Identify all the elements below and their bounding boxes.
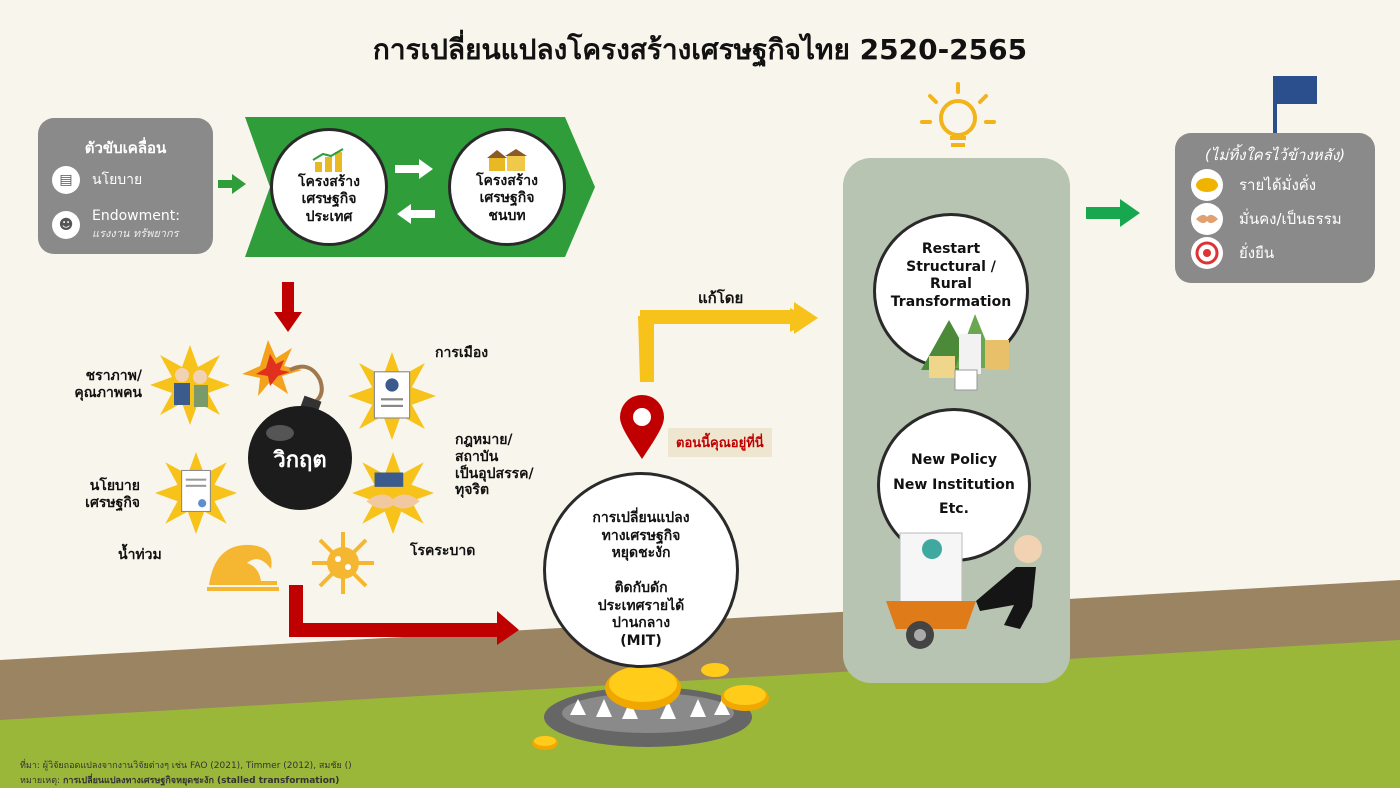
here-label: ตอนนี้คุณอยู่ที่นี่ bbox=[668, 428, 772, 457]
rural-structure-circle: โครงสร้าง เศรษฐกิจ ชนบท bbox=[448, 128, 566, 246]
page-title: การเปลี่ยนแปลงโครงสร้างเศรษฐกิจไทย 2520-… bbox=[372, 33, 1028, 66]
drivers-panel: ตัวขับเคลื่อน ▤ นโยบาย ☻ Endowment: แรงง… bbox=[38, 118, 213, 254]
results-panel: (ไม่ทิ้งใครไว้ข้างหลัง) รายได้มั่งคั่ง ม… bbox=[1175, 133, 1375, 283]
econ-policy-burst bbox=[155, 452, 237, 534]
factor-econ-policy-label: นโยบาย เศรษฐกิจ bbox=[85, 478, 140, 511]
driver-item-endowment: ☻ Endowment: แรงงาน ทรัพยากร bbox=[52, 208, 180, 242]
elderly-burst bbox=[150, 345, 230, 425]
village-icon bbox=[921, 314, 1009, 391]
footnote-bold: การเปลี่ยนแปลงทางเศรษฐกิจหยุดชะงัก (stal… bbox=[62, 776, 340, 786]
result-label: ยั่งยืน bbox=[1239, 244, 1275, 262]
result-label: รายได้มั่งคั่ง bbox=[1239, 176, 1317, 194]
worker-icon: ☻ bbox=[52, 211, 80, 239]
arrow-right-green bbox=[218, 174, 246, 194]
law-burst bbox=[352, 452, 434, 534]
result-item-sustain: ยั่งยืน bbox=[1191, 237, 1274, 269]
driver-label: นโยบาย bbox=[92, 172, 143, 188]
arrow-crisis-to-trap bbox=[289, 585, 519, 645]
stalled-transformation-label: การเปลี่ยนแปลง ทางเศรษฐกิจ หยุดชะงัก ติด… bbox=[592, 510, 690, 649]
drivers-heading: ตัวขับเคลื่อน bbox=[84, 139, 167, 157]
policy-label: New Policy New Institution Etc. bbox=[893, 452, 1015, 518]
bomb-body bbox=[248, 406, 352, 510]
policy-doc-icon: ▤ bbox=[52, 166, 80, 194]
results-heading: (ไม่ทิ้งใครไว้ข้างหลัง) bbox=[1204, 146, 1346, 164]
stalled-transformation-circle: การเปลี่ยนแปลง ทางเศรษฐกิจ หยุดชะงัก ติด… bbox=[543, 472, 739, 668]
crisis-label: วิกฤต bbox=[273, 448, 327, 473]
rural-structure-label: โครงสร้าง เศรษฐกิจ ชนบท bbox=[475, 172, 538, 224]
gold-coins-icon bbox=[605, 663, 769, 711]
footnote-prefix: หมายเหตุ: bbox=[20, 776, 63, 786]
politics-burst bbox=[348, 352, 436, 440]
coin-icon bbox=[1191, 169, 1223, 201]
virus-icon bbox=[312, 532, 374, 594]
arrow-fix-yellow bbox=[638, 302, 818, 382]
arrow-left-white bbox=[397, 204, 435, 224]
driver-label: Endowment: bbox=[92, 208, 180, 224]
houses-icon bbox=[487, 148, 527, 171]
growth-coins-icon bbox=[312, 147, 344, 172]
runner-cart-icon bbox=[886, 532, 1042, 649]
bear-trap-icon bbox=[544, 687, 752, 747]
lightbulb-icon bbox=[920, 82, 996, 147]
driver-sublabel: แรงงาน ทรัพยากร bbox=[92, 227, 179, 240]
fix-label: แก้โดย bbox=[698, 289, 744, 307]
wave-icon bbox=[207, 544, 279, 591]
footnote: หมายเหตุ: การเปลี่ยนแปลงทางเศรษฐกิจหยุดช… bbox=[20, 773, 339, 787]
national-structure-circle: โครงสร้าง เศรษฐกิจ ประเทศ bbox=[270, 128, 388, 246]
driver-item-policy: ▤ นโยบาย bbox=[52, 166, 142, 194]
coin-small-icon bbox=[532, 736, 558, 750]
target-icon bbox=[1191, 237, 1223, 269]
factor-politics-label: การเมือง bbox=[435, 345, 489, 361]
factor-aging-label: ชราภาพ/ คุณภาพคน bbox=[74, 368, 142, 401]
flag-icon bbox=[1273, 76, 1317, 138]
factor-pandemic-label: โรคระบาด bbox=[410, 543, 476, 559]
factor-flood-label: น้ำท่วม bbox=[118, 547, 162, 563]
national-structure-label: โครงสร้าง เศรษฐกิจ ประเทศ bbox=[297, 173, 360, 225]
restart-label: Restart Structural / Rural Transformatio… bbox=[890, 241, 1012, 310]
arrow-down-red bbox=[274, 282, 302, 332]
handshake-small-icon bbox=[1191, 203, 1223, 235]
arrow-right-green-results bbox=[1086, 199, 1140, 227]
arrow-right-white bbox=[395, 159, 433, 179]
source-note: ที่มา: ผู้วิจัยถอดแปลงจากงานวิจัยต่างๆ เ… bbox=[20, 761, 352, 771]
factor-law-label: กฎหมาย/ สถาบัน เป็นอุปสรรค/ ทุจริต bbox=[455, 432, 534, 499]
location-pin-icon bbox=[620, 395, 664, 459]
result-label: มั่นคง/เป็นธรรม bbox=[1239, 210, 1342, 228]
result-item-income: รายได้มั่งคั่ง bbox=[1191, 169, 1316, 201]
result-item-security: มั่นคง/เป็นธรรม bbox=[1191, 203, 1342, 235]
